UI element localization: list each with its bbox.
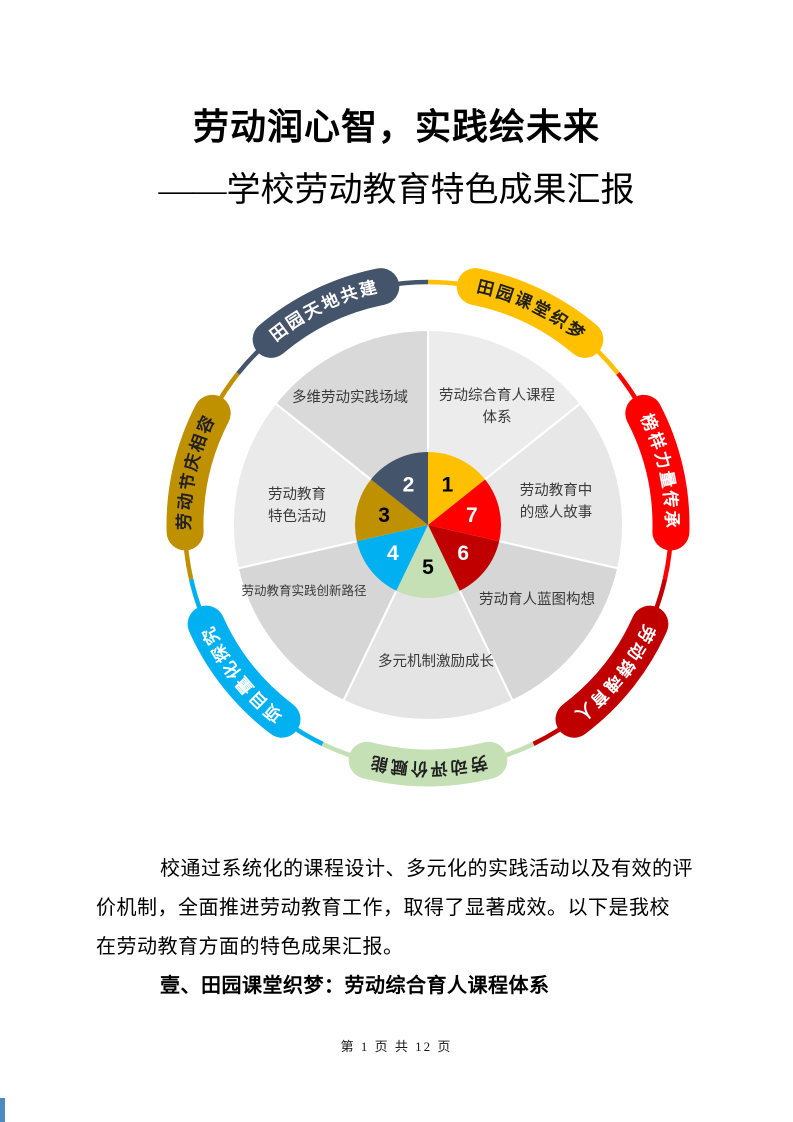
pie-number-4: 4 bbox=[387, 542, 399, 565]
wedge-label-7-line1: 劳动教育中 bbox=[519, 483, 593, 499]
wedge-label-5-line1: 多元机制激励成长 bbox=[378, 654, 494, 670]
wedge-label-3: 劳动教育 特色活动 bbox=[268, 484, 326, 528]
pie-number-1: 1 bbox=[442, 474, 454, 497]
wedge-label-5: 多元机制激励成长 bbox=[378, 651, 494, 673]
capsule-5 bbox=[348, 741, 508, 787]
pie-number-2: 2 bbox=[403, 474, 415, 497]
pie-number-3: 3 bbox=[378, 504, 390, 527]
pie-wedge-4 bbox=[356, 525, 428, 591]
pie-wedge-7 bbox=[428, 479, 501, 542]
wedge-label-2-line1: 多维劳动实践场域 bbox=[292, 390, 408, 406]
capsule-6 bbox=[555, 605, 669, 738]
paragraph-line: 在劳动教育方面的特色成果汇报。 bbox=[96, 936, 404, 958]
capsule-4 bbox=[187, 605, 301, 738]
pie-wedge-6 bbox=[428, 525, 500, 591]
labor-education-wheel-diagram: 1 7 6 5 4 3 2 bbox=[138, 235, 718, 815]
wedge-label-7: 劳动教育中 的感人故事 bbox=[520, 480, 593, 524]
wedge-label-4-line1: 劳动教育实践创新路径 bbox=[241, 584, 367, 598]
pie-wedge-5 bbox=[396, 525, 460, 598]
page-number-footer: 第 1 页 共 12 页 bbox=[340, 1039, 453, 1054]
ring-sector-w5 bbox=[342, 522, 514, 722]
pie-number-5: 5 bbox=[422, 556, 434, 579]
capsule-1 bbox=[456, 268, 604, 358]
section-heading: 壹、田园课堂织梦：劳动综合育人课程体系 bbox=[160, 975, 550, 997]
wedge-label-3-line1: 劳动教育 bbox=[268, 487, 326, 503]
page-title: 劳动润心智，实践绘未来 bbox=[192, 107, 600, 147]
capsule-7 bbox=[625, 394, 690, 551]
body-paragraph: 校通过系统化的课程设计、多元化的实践活动以及有效的评 价机制，全面推进劳动教育工… bbox=[96, 850, 700, 967]
wedge-label-1-line2: 体系 bbox=[482, 410, 512, 426]
wedge-label-1-line1: 劳动综合育人课程 bbox=[439, 388, 555, 404]
pie-numbers: 1 7 6 5 4 3 2 bbox=[378, 474, 477, 580]
pie-number-6: 6 bbox=[457, 542, 469, 565]
page-edge-artifact bbox=[0, 1098, 5, 1122]
wedge-label-7-line2: 的感人故事 bbox=[519, 505, 593, 521]
pie-wedge-3 bbox=[355, 479, 428, 542]
wedge-label-3-line2: 特色活动 bbox=[268, 509, 326, 525]
capsule-2 bbox=[252, 268, 400, 358]
center-pie bbox=[355, 452, 501, 598]
wedge-label-6: 劳动育人蓝图构想 bbox=[479, 589, 595, 611]
pie-wedge-1 bbox=[428, 452, 486, 525]
capsule-3 bbox=[166, 394, 231, 551]
wheel-diagram-svg: 1 7 6 5 4 3 2 bbox=[166, 268, 690, 787]
pie-wedge-2 bbox=[370, 452, 428, 525]
wedge-label-2: 多维劳动实践场域 bbox=[292, 387, 408, 409]
wedge-label-6-line1: 劳动育人蓝图构想 bbox=[479, 592, 595, 608]
wedge-label-1: 劳动综合育人课程 体系 bbox=[439, 385, 555, 429]
pie-number-7: 7 bbox=[466, 504, 478, 527]
paragraph-line: 价机制，全面推进劳动教育工作，取得了显著成效。以下是我校 bbox=[96, 897, 670, 919]
paragraph-line: 校通过系统化的课程设计、多元化的实践活动以及有效的评 bbox=[160, 858, 693, 880]
wedge-label-4: 劳动教育实践创新路径 bbox=[241, 580, 366, 602]
page-subtitle: ——学校劳动教育特色成果汇报 bbox=[158, 172, 635, 209]
theme-capsules bbox=[166, 268, 690, 787]
